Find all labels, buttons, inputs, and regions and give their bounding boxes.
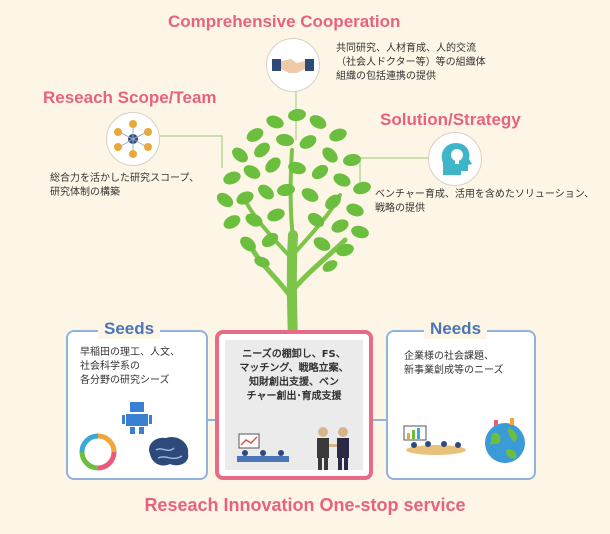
cooperation-description: 共同研究、人材育成、人的交流 （社会人ドクター等）等の組織体 組織の包括連携の提… <box>336 42 486 84</box>
seeds-description: 早稲田の理工、人文、 社会科学系の 各分野の研究シーズ <box>80 346 180 388</box>
heading-comprehensive-cooperation: Comprehensive Cooperation <box>168 12 401 31</box>
meeting-icon <box>237 433 289 462</box>
seeds-desc-line: 各分野の研究シーズ <box>80 375 170 386</box>
seeds-title: Seeds <box>98 319 161 339</box>
scope-desc-line: 研究体制の構築 <box>50 187 120 198</box>
idea-head-icon <box>441 143 472 175</box>
businessmen-icon <box>317 427 349 470</box>
connector-right <box>359 157 428 185</box>
seeds-desc-line: 社会科学系の <box>80 361 140 372</box>
handshake-icon <box>272 59 314 73</box>
handshake-icon-circle <box>266 38 320 92</box>
recycle-icon <box>79 433 117 471</box>
robot-icon <box>122 402 152 434</box>
connector-left <box>157 135 223 168</box>
center-inner-panel: ニーズの棚卸し、FS、 マッチング、戦略立案、 知財創出支援、ベン チャー創出･… <box>225 340 363 470</box>
team-network-icon-circle <box>106 112 160 166</box>
center-desc-line: 知財創出支援、ベン <box>249 377 339 388</box>
cooperation-desc-line: （社会人ドクター等）等の組織体 <box>336 57 486 68</box>
center-service-box: ニーズの棚卸し、FS、 マッチング、戦略立案、 知財創出支援、ベン チャー創出･… <box>215 330 373 480</box>
center-desc-line: ニーズの棚卸し、FS、 <box>242 349 346 360</box>
center-description: ニーズの棚卸し、FS、 マッチング、戦略立案、 知財創出支援、ベン チャー創出･… <box>225 348 363 404</box>
heading-solution-strategy: Solution/Strategy <box>380 110 521 129</box>
solution-description: ベンチャー育成、活用を含めたソリューション、 戦略の提供 <box>375 188 594 216</box>
brain-icon <box>149 436 189 466</box>
seeds-desc-line: 早稲田の理工、人文、 <box>80 347 180 358</box>
solution-desc-line: 戦略の提供 <box>375 203 425 214</box>
cooperation-desc-line: 組織の包括連携の提供 <box>336 71 436 82</box>
needs-box: Needs 企業様の社会課題、 新事業創成等のニーズ <box>386 319 536 480</box>
scope-desc-line: 総合力を活かした研究スコープ、 <box>50 173 200 184</box>
tree-leaves <box>216 108 371 272</box>
business-meeting-icon <box>403 425 466 455</box>
seeds-box: Seeds 早稲田の理工、人文、 社会科学系の 各分野の研究シーズ <box>66 319 208 480</box>
needs-description: 企業様の社会課題、 新事業創成等のニーズ <box>404 350 504 378</box>
needs-title: Needs <box>424 319 488 339</box>
heading-reseach-scope-team: Reseach Scope/Team <box>43 88 217 107</box>
idea-head-icon-circle <box>428 132 482 186</box>
footer-title: Reseach Innovation One-stop service <box>144 495 466 515</box>
scope-description: 総合力を活かした研究スコープ、 研究体制の構築 <box>50 172 199 200</box>
globe-icon <box>485 418 525 463</box>
solution-desc-line: ベンチャー育成、活用を含めたソリューション、 <box>375 189 595 200</box>
needs-desc-line: 新事業創成等のニーズ <box>404 365 504 376</box>
needs-desc-line: 企業様の社会課題、 <box>404 351 494 362</box>
center-desc-line: チャー創出･育成支援 <box>246 391 342 402</box>
cooperation-desc-line: 共同研究、人材育成、人的交流 <box>336 43 476 54</box>
team-network-icon <box>114 120 152 158</box>
center-desc-line: マッチング、戦略立案、 <box>239 363 349 374</box>
